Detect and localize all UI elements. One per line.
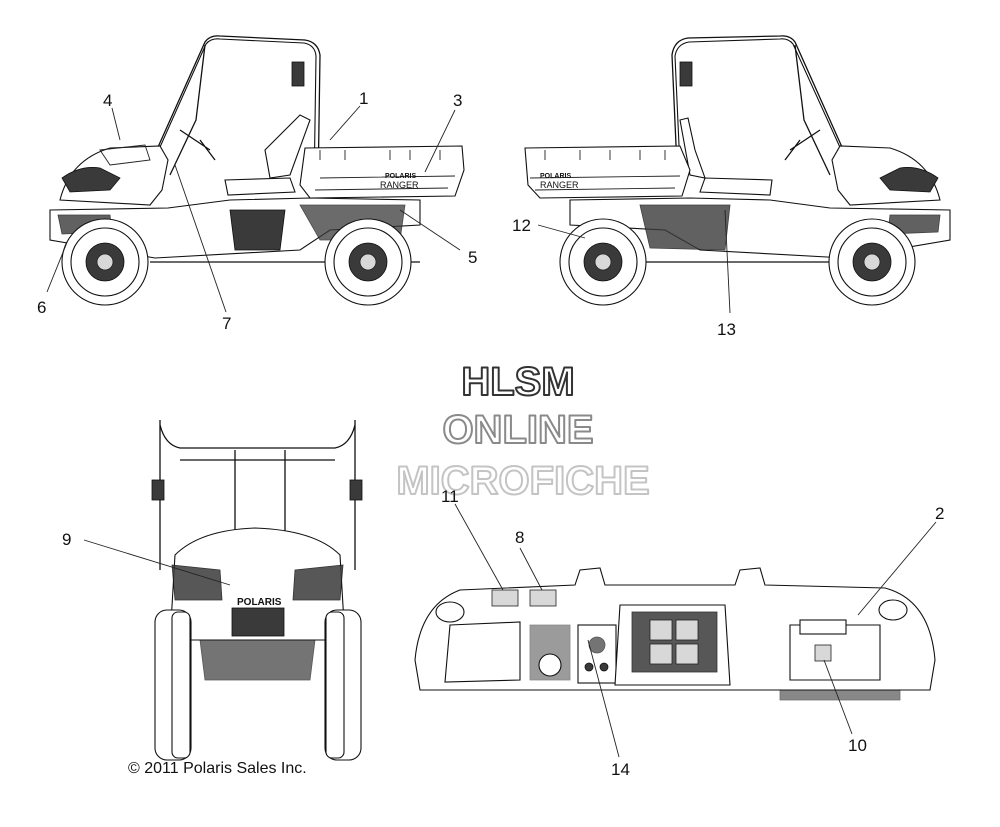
vehicle-front-view: POLARIS xyxy=(151,420,363,761)
copyright-notice: © 2011 Polaris Sales Inc. xyxy=(128,760,307,777)
decal-front-brand: POLARIS xyxy=(237,597,282,608)
decal-model: RANGER xyxy=(380,180,419,190)
decal-11-box xyxy=(491,589,519,607)
front-wheel-right xyxy=(828,218,916,306)
callout-12: 12 xyxy=(512,216,531,235)
callout-7: 7 xyxy=(222,314,231,333)
callout-4: 4 xyxy=(103,91,112,110)
callout-1: 1 xyxy=(359,89,368,108)
callouts: 1 2 3 4 5 6 7 8 9 10 11 12 13 14 xyxy=(37,89,944,779)
watermark-line-1: HLSM xyxy=(461,360,574,404)
vehicle-left-side-view: POLARIS RANGER xyxy=(49,35,465,306)
decal-model-right: RANGER xyxy=(540,180,579,190)
leader-lines xyxy=(46,105,937,758)
decal-8-box xyxy=(529,589,557,607)
callout-11: 11 xyxy=(441,487,459,506)
watermark: HLSM ONLINE MICROFICHE xyxy=(395,359,650,504)
watermark-line-2: ONLINE xyxy=(442,408,593,452)
mirror-icon xyxy=(291,61,305,87)
front-wheel xyxy=(61,218,149,306)
rear-wheel-right xyxy=(559,218,647,306)
callout-6: 6 xyxy=(37,298,46,317)
rear-wheel xyxy=(324,218,412,306)
decal-10-box xyxy=(814,644,832,662)
callout-3: 3 xyxy=(453,91,462,110)
dashboard-view xyxy=(414,567,936,701)
callout-8: 8 xyxy=(515,528,524,547)
decal-brand-small-right: POLARIS xyxy=(540,173,571,180)
callout-14: 14 xyxy=(611,760,630,779)
callout-13: 13 xyxy=(717,320,736,339)
callout-2: 2 xyxy=(935,504,944,523)
callout-9: 9 xyxy=(62,530,71,549)
callout-5: 5 xyxy=(468,248,477,267)
callout-10: 10 xyxy=(848,736,867,755)
decal-brand-small: POLARIS xyxy=(385,173,416,180)
mirror-icon xyxy=(679,61,693,87)
watermark-line-3: MICROFICHE xyxy=(396,459,649,503)
vehicle-right-side-view: POLARIS RANGER xyxy=(524,35,951,306)
